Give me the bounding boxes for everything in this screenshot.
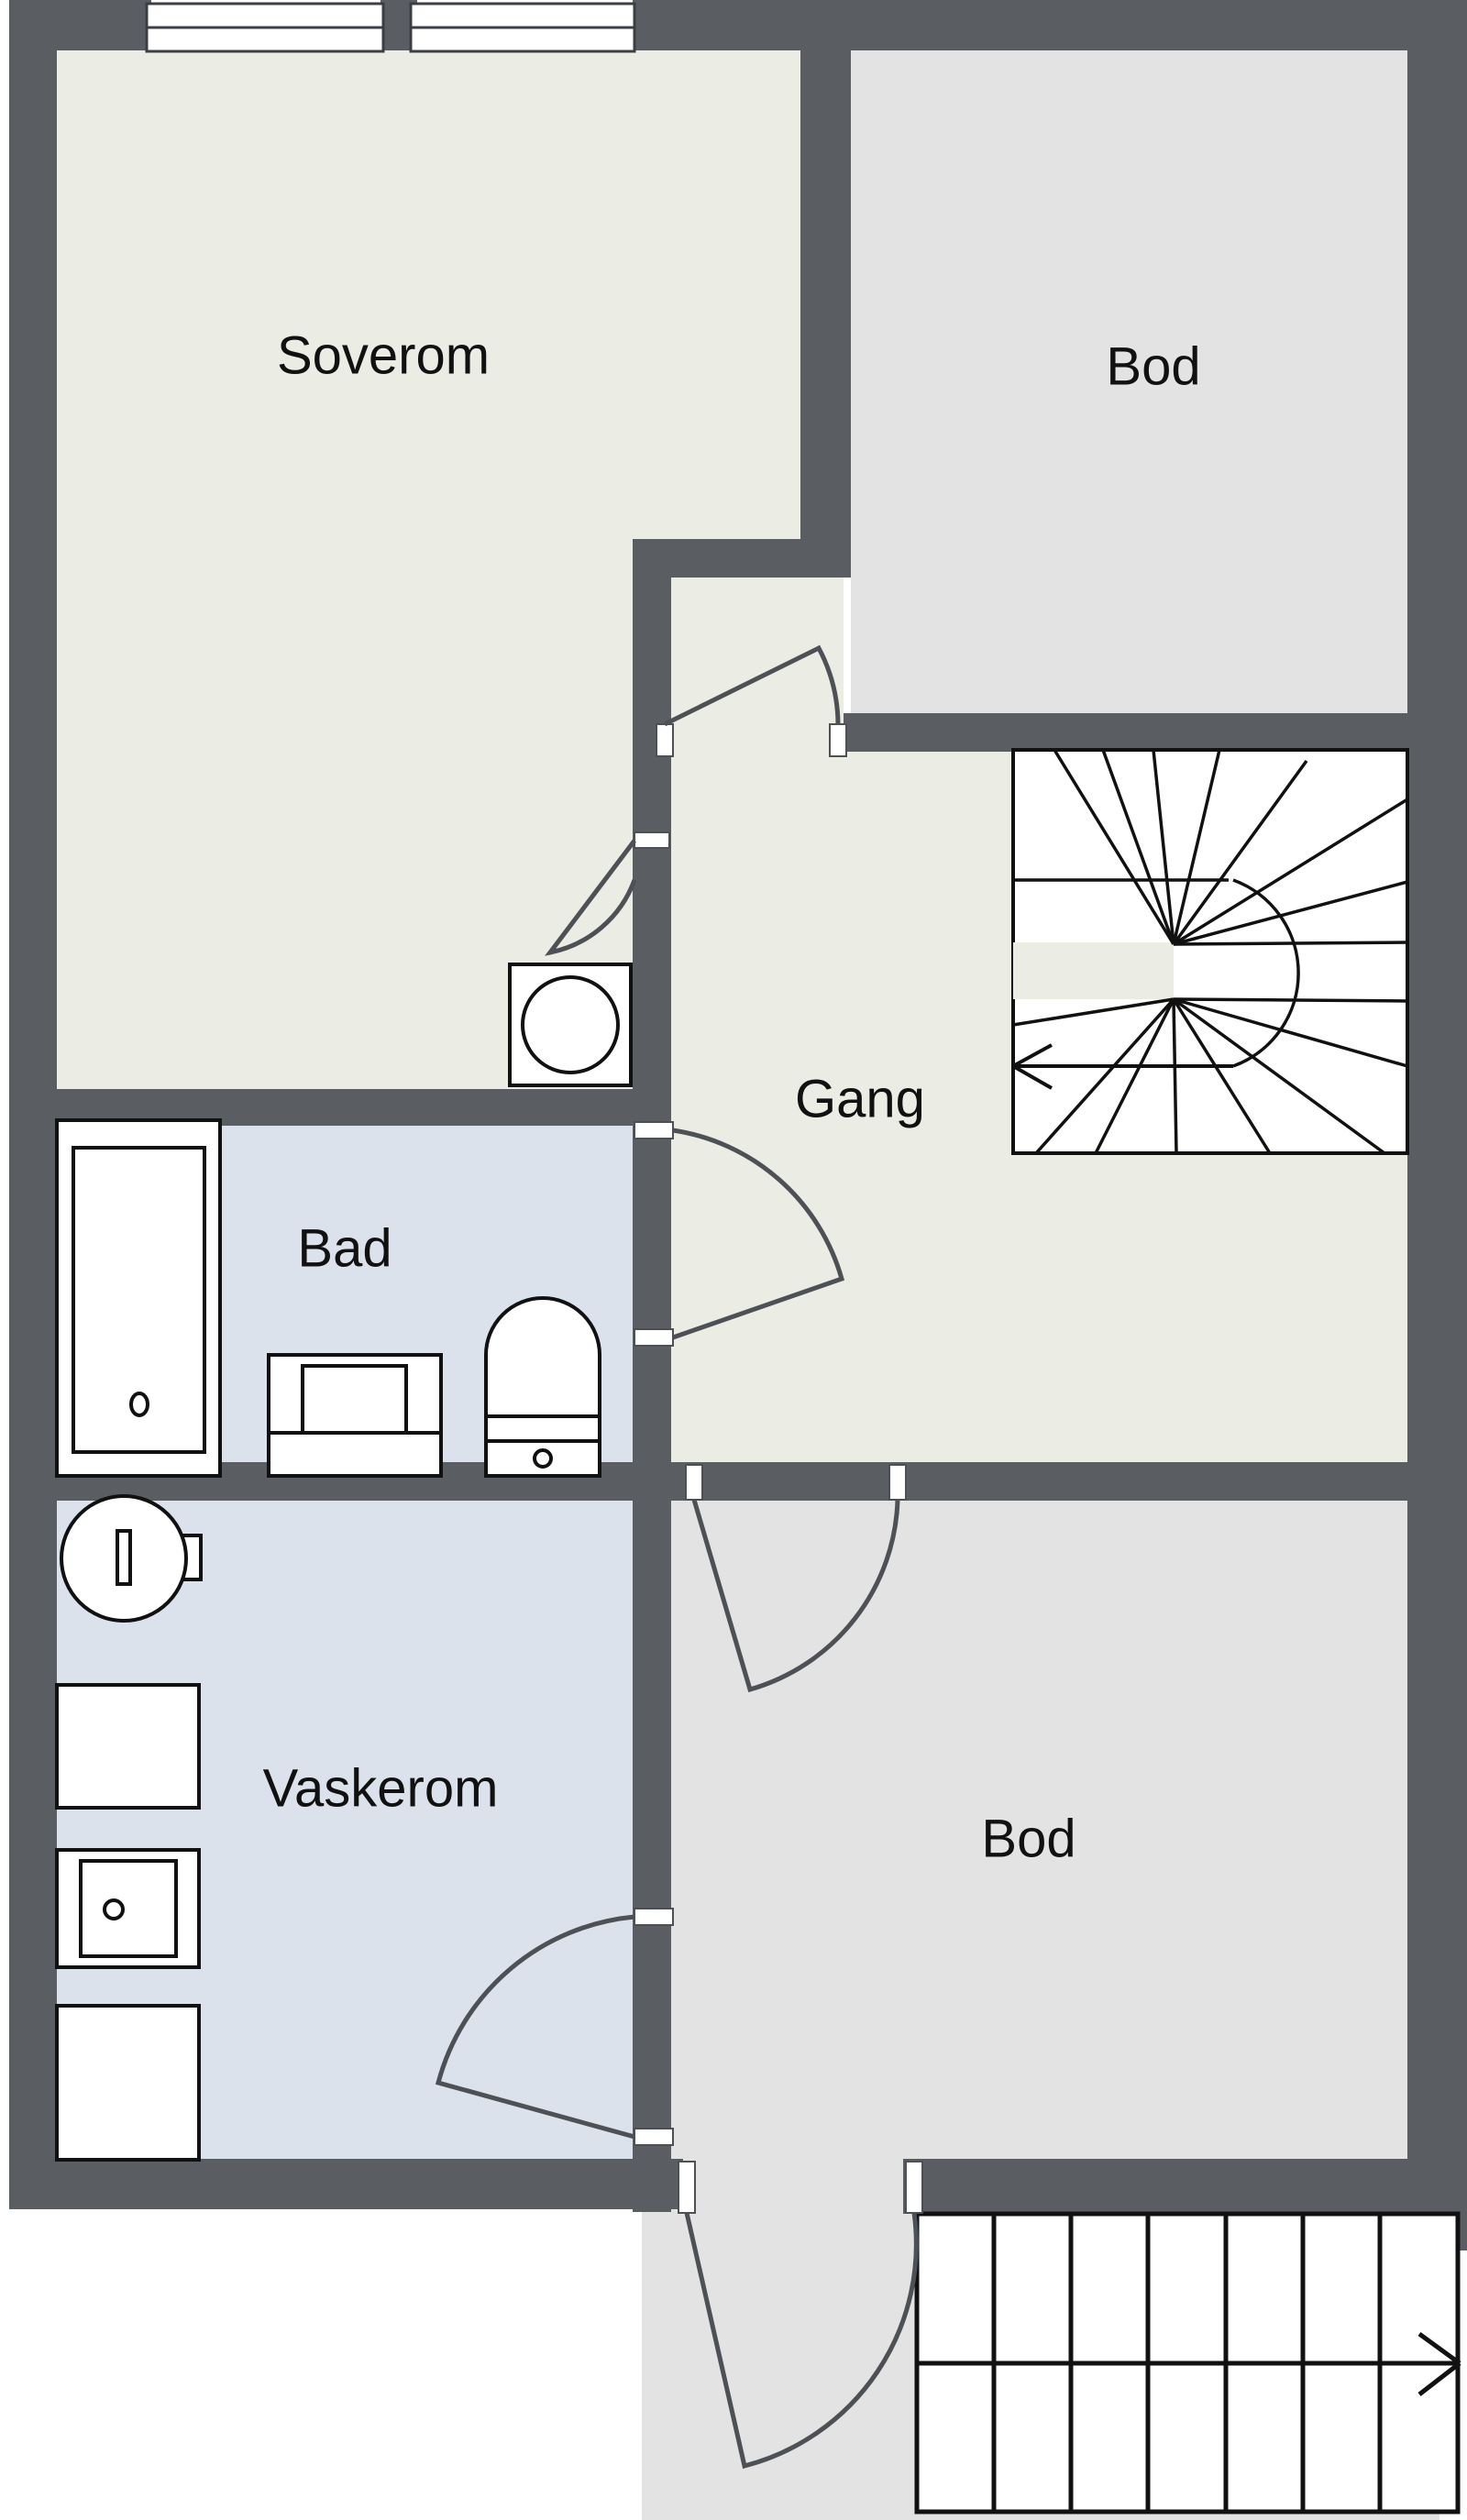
bathtub-drain-icon	[129, 1392, 149, 1417]
floor-fills	[55, 46, 1439, 2520]
window-soverom-right	[409, 2, 636, 53]
cabinet-lower-fixture	[55, 2004, 201, 2162]
sink-faucet-icon	[116, 1529, 132, 1586]
door-bad-to-gang	[634, 1121, 845, 1347]
floor-drain-unit-fixture	[55, 1848, 201, 1969]
bad-fixtures	[55, 1118, 601, 1478]
wall-exterior-south-left	[9, 2159, 683, 2209]
vanity-sink-fixture	[267, 1353, 443, 1478]
wall-interior-soverom-east	[633, 550, 671, 1109]
washer-drum-icon	[521, 975, 620, 1074]
wall-interior-soverom-bodtop	[800, 0, 851, 568]
interior-spiral-stair	[1011, 748, 1409, 1155]
wall-exterior-south-right	[903, 2159, 1467, 2214]
window-soverom-left	[145, 2, 385, 53]
room-floor-bod-top	[851, 46, 1407, 743]
floor-drain-icon	[103, 1898, 125, 1920]
wall-interior-east-wetrooms	[633, 1089, 671, 2212]
vaskerom-fixtures	[55, 1494, 203, 2162]
wall-interior-bodtop-south	[844, 713, 1407, 752]
door-vaskerom-to-bod-bottom	[435, 1908, 674, 2146]
stair-direction-arrow-icon	[1012, 1043, 1233, 1090]
room-floor-bod-bottom	[633, 1496, 1407, 2197]
toilet-drain-icon	[533, 1448, 553, 1469]
wall-exterior-north-right	[633, 0, 1467, 50]
exterior-stair-direction-arrow-icon	[917, 2331, 1461, 2396]
door-soverom-to-gang	[545, 831, 670, 956]
walls	[9, 0, 1467, 2250]
cabinet-upper-fixture	[55, 1683, 201, 1810]
exterior-stair	[914, 2211, 1461, 2514]
windows	[145, 2, 636, 53]
doors	[435, 644, 923, 2470]
door-exterior-entry	[678, 2161, 923, 2470]
door-bod-top-to-gang	[656, 644, 847, 757]
bathtub-fixture	[55, 1118, 222, 1478]
wall-interior-gang-bodbottom	[633, 1462, 1407, 1501]
door-gang-to-bod-bottom	[685, 1464, 907, 1693]
wall-exterior-east	[1407, 0, 1467, 2250]
wall-exterior-north-left	[9, 0, 151, 50]
toilet-fixture	[484, 1296, 601, 1478]
round-sink-fixture	[60, 1494, 203, 1623]
washing-machine-fixture	[508, 963, 633, 1087]
